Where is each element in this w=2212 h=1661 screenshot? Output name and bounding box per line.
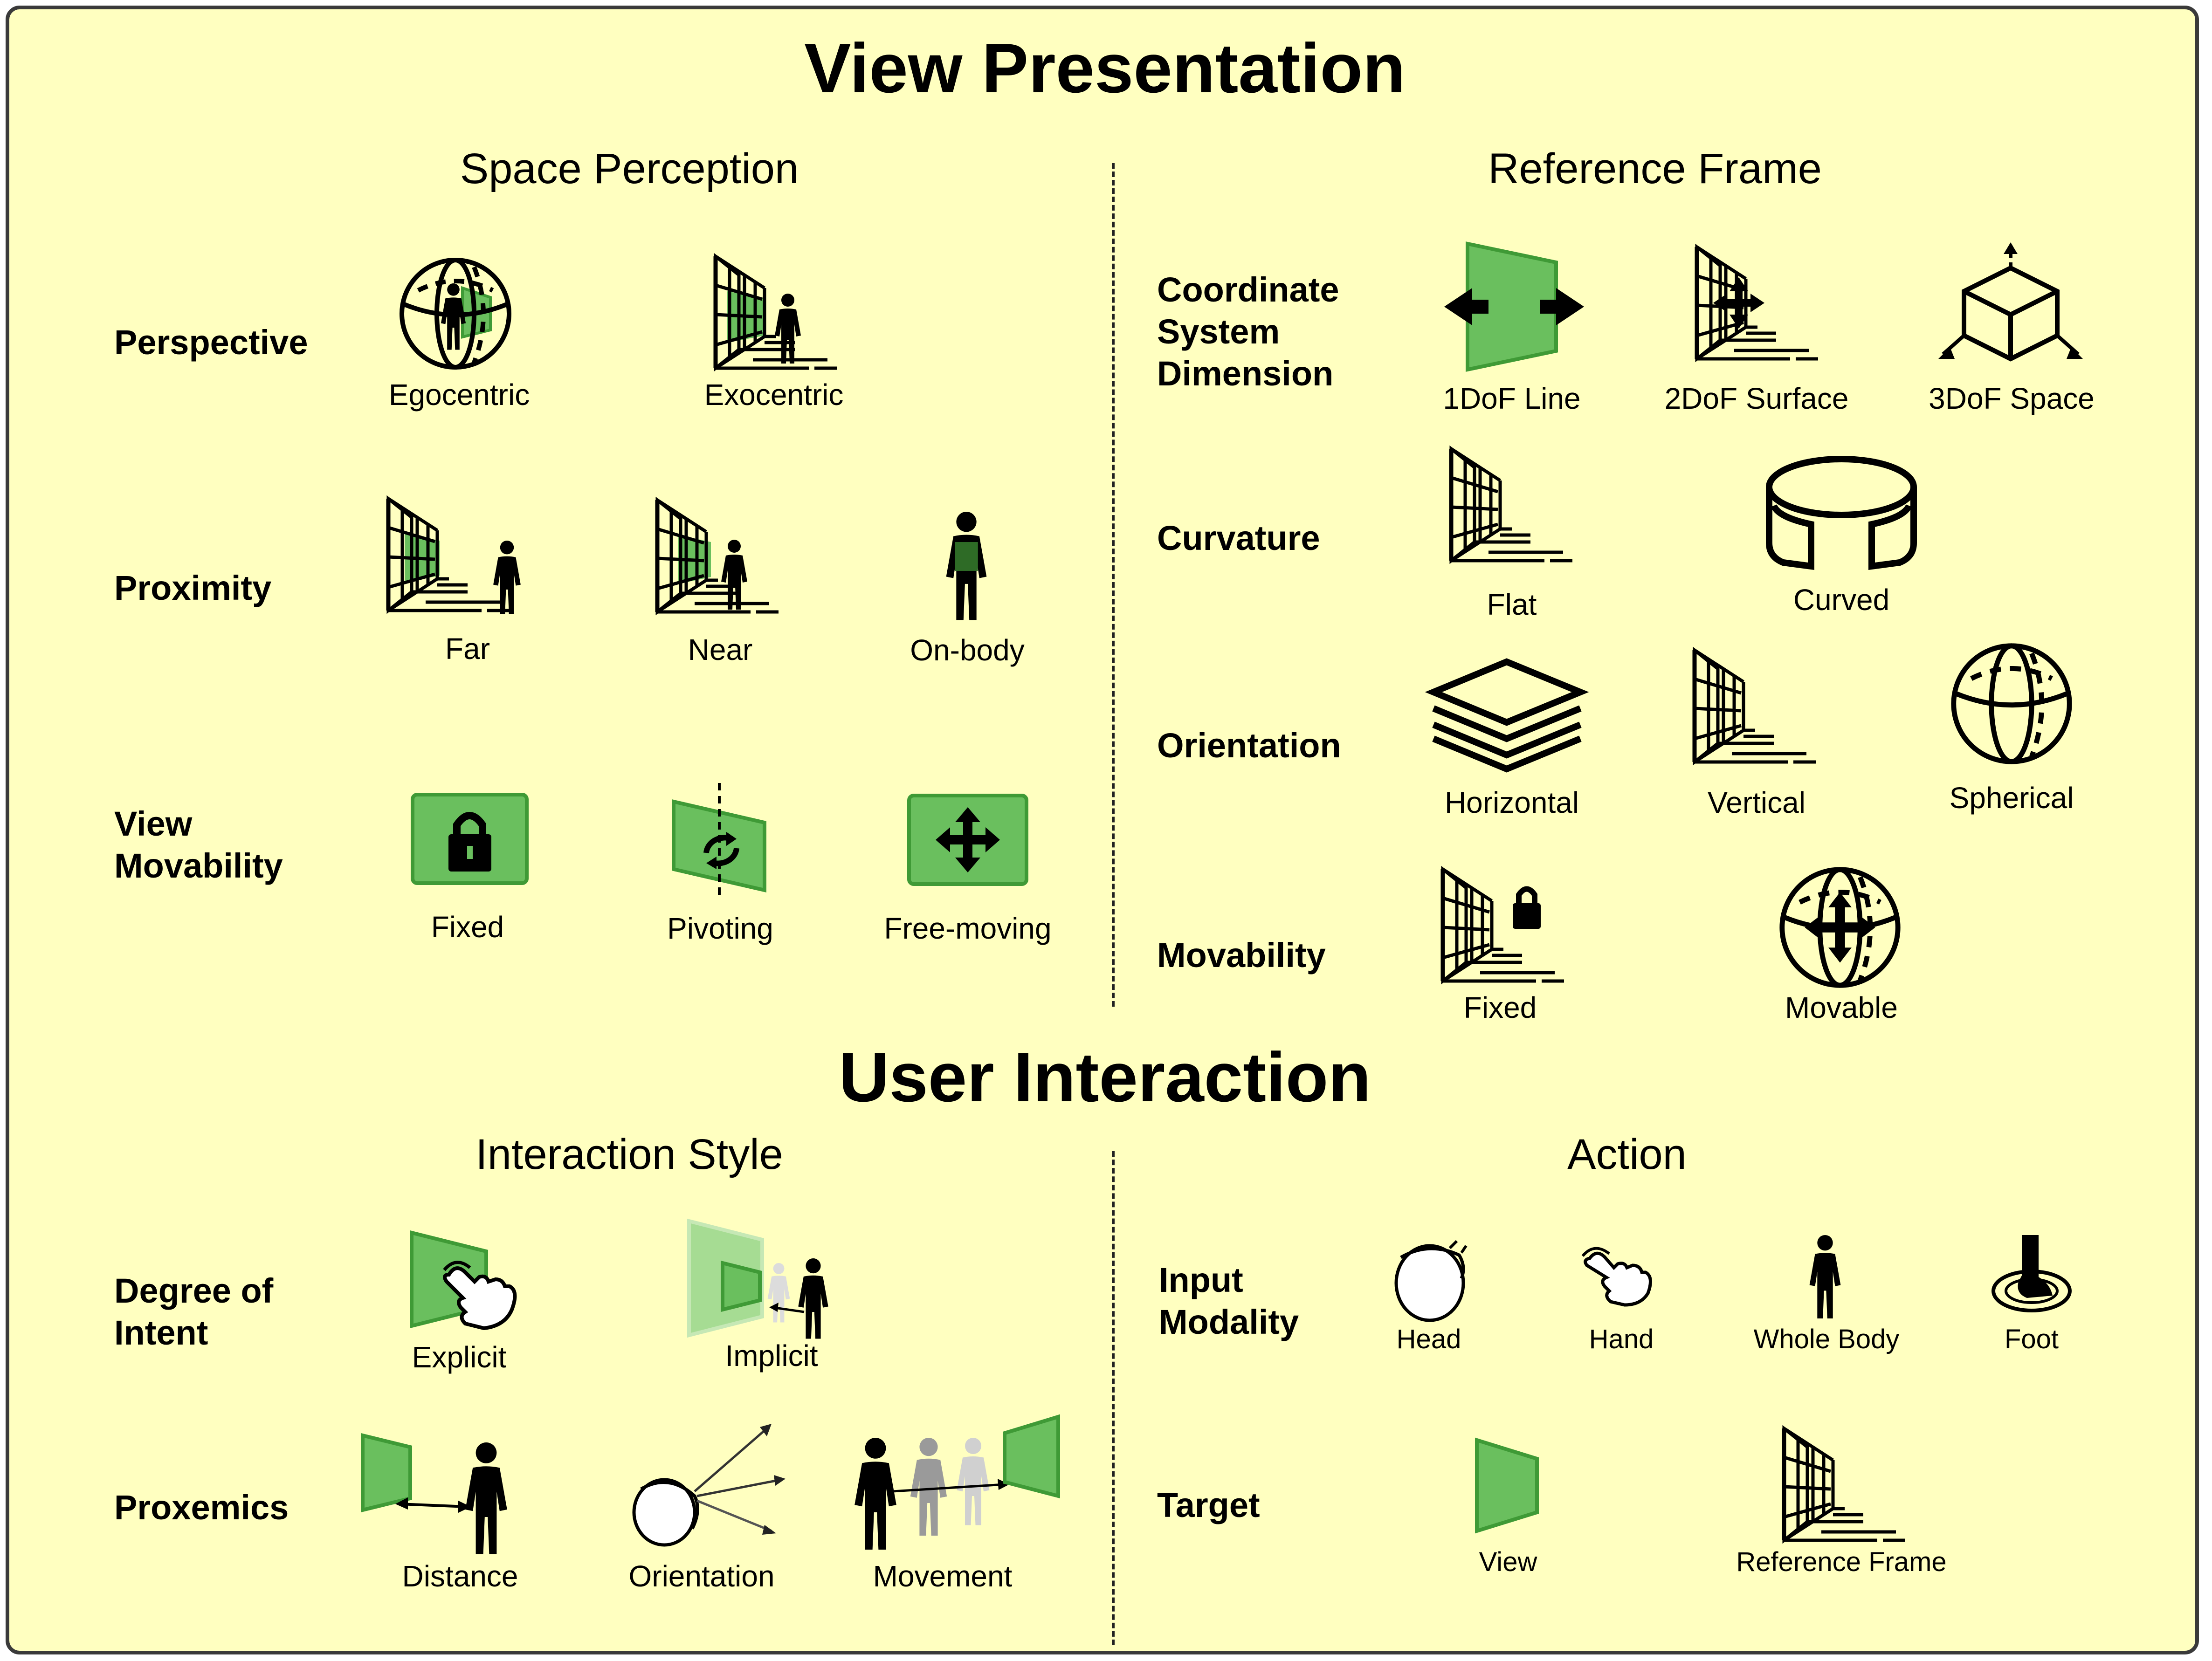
- explicit-intent-icon: [409, 1230, 517, 1331]
- caption-egocentric: Egocentric: [388, 378, 530, 412]
- vertical-orientation-icon: [1692, 648, 1823, 774]
- view-presentation-title: View Presentation: [804, 29, 1406, 107]
- row-label-target: Target: [1157, 1486, 1260, 1524]
- horizontal-orientation-icon: [1425, 658, 1589, 773]
- far-proximity-icon: [386, 496, 521, 614]
- row-label-orientation: Orientation: [1157, 726, 1341, 765]
- caption-distance: Distance: [402, 1559, 518, 1593]
- two-dof-surface-icon: [1695, 245, 1820, 368]
- caption-curved: Curved: [1793, 583, 1890, 617]
- foot-input-icon: [1991, 1235, 2072, 1312]
- caption-foot: Foot: [2004, 1324, 2059, 1354]
- caption-movable: Movable: [1785, 991, 1898, 1024]
- caption-on-body: On-body: [910, 633, 1025, 667]
- space-perception-header: Space Perception: [460, 145, 799, 192]
- egocentric-icon: [397, 255, 514, 372]
- view-target-icon: [1475, 1437, 1539, 1534]
- caption-reference-frame: Reference Frame: [1736, 1547, 1947, 1577]
- free-moving-view-icon: [907, 794, 1028, 886]
- fixed-view-lock-icon: [411, 793, 529, 885]
- caption-flat: Flat: [1487, 588, 1537, 621]
- caption-pivoting: Pivoting: [667, 912, 773, 945]
- orientation-proxemics-icon: [632, 1424, 786, 1547]
- caption-2dof-surface: 2DoF Surface: [1664, 382, 1849, 415]
- caption-1dof-line: 1DoF Line: [1443, 382, 1581, 415]
- implicit-intent-icon: [687, 1218, 828, 1339]
- row-label-perspective: Perspective: [114, 323, 308, 362]
- three-dof-space-icon: [1938, 242, 2083, 362]
- row-label-proximity: Proximity: [114, 569, 272, 607]
- caption-head: Head: [1396, 1324, 1461, 1354]
- caption-movement: Movement: [873, 1559, 1013, 1593]
- row-label-movability: Movability: [1157, 936, 1326, 975]
- reference-frame-target-icon: [1782, 1426, 1912, 1550]
- row-label-degree-of-intent: Degree of Intent: [114, 1271, 274, 1352]
- bottom-divider: [1112, 1151, 1115, 1645]
- flat-curvature-icon: [1449, 446, 1579, 572]
- caption-far: Far: [445, 632, 490, 666]
- caption-3dof-space: 3DoF Space: [1929, 382, 2095, 415]
- caption-view-fixed: Fixed: [431, 910, 504, 944]
- hand-input-icon: [1581, 1247, 1652, 1307]
- caption-orientation: Orientation: [628, 1559, 775, 1593]
- caption-view: View: [1479, 1547, 1537, 1577]
- user-interaction-title: User Interaction: [839, 1038, 1371, 1116]
- row-label-proxemics: Proxemics: [114, 1488, 289, 1527]
- caption-explicit: Explicit: [412, 1340, 507, 1374]
- distance-proxemics-icon: [361, 1433, 507, 1554]
- action-header: Action: [1567, 1131, 1687, 1178]
- caption-hand: Hand: [1589, 1324, 1654, 1354]
- top-divider: [1112, 163, 1115, 1007]
- head-input-icon: [1394, 1240, 1468, 1322]
- caption-free-moving: Free-moving: [884, 912, 1052, 945]
- row-label-view-movability: View Movability: [114, 804, 283, 885]
- caption-whole-body: Whole Body: [1753, 1324, 1900, 1354]
- diagram-panel: [6, 6, 2199, 1654]
- exocentric-icon: [713, 254, 848, 375]
- caption-movability-fixed: Fixed: [1463, 991, 1537, 1024]
- row-label-curvature: Curvature: [1157, 519, 1320, 557]
- caption-horizontal: Horizontal: [1444, 786, 1579, 819]
- near-proximity-icon: [655, 498, 790, 624]
- movement-proxemics-icon: [854, 1414, 1060, 1550]
- on-body-icon: [946, 512, 987, 620]
- row-label-coordinate-system-dimension: Coordinate System Dimension: [1157, 270, 1339, 393]
- pivoting-view-icon: [672, 783, 766, 899]
- caption-spherical: Spherical: [1949, 781, 2074, 815]
- movable-reference-frame-icon: [1777, 865, 1903, 990]
- caption-implicit: Implicit: [725, 1339, 818, 1373]
- caption-near: Near: [688, 633, 753, 666]
- row-label-input-modality: Input Modality: [1159, 1261, 1299, 1341]
- curved-curvature-icon: [1766, 456, 1917, 570]
- one-dof-line-icon: [1444, 241, 1584, 372]
- interaction-style-header: Interaction Style: [475, 1131, 783, 1178]
- spherical-orientation-icon: [1949, 641, 2074, 767]
- caption-vertical: Vertical: [1708, 786, 1805, 819]
- caption-exocentric: Exocentric: [704, 378, 844, 412]
- fixed-reference-frame-icon: [1440, 867, 1576, 990]
- reference-frame-header: Reference Frame: [1488, 145, 1822, 192]
- whole-body-input-icon: [1809, 1235, 1841, 1319]
